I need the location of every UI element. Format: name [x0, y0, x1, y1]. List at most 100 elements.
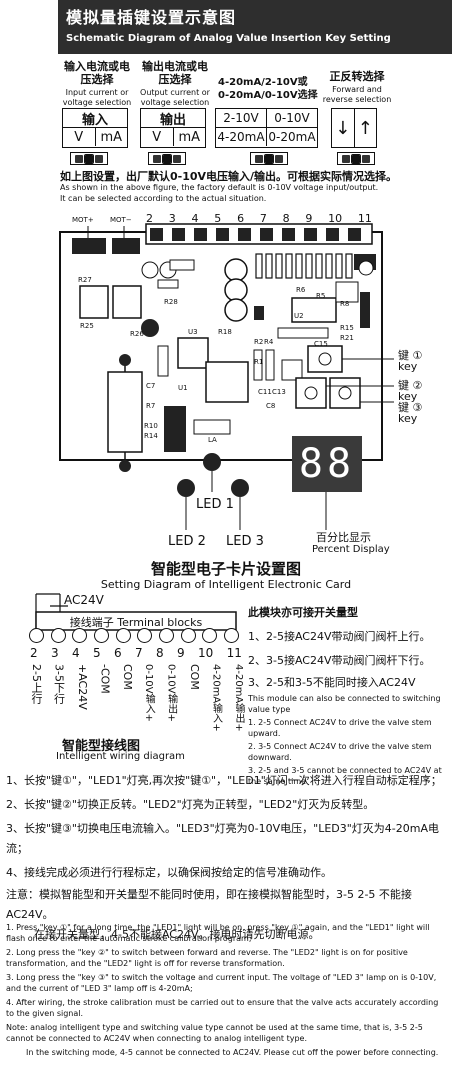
wiring-numbers: 2 3 4 5 6 7 8 9 10 11	[30, 646, 242, 660]
svg-text:R28: R28	[164, 298, 178, 306]
wiring-num-6: 6	[114, 646, 122, 660]
board-terminal-5: 5	[214, 212, 222, 225]
input-head: 输入	[63, 109, 127, 128]
wiring-num-10: 10	[198, 646, 214, 660]
instructions-en: 1. Press "key ①" for a long time, the "L…	[6, 922, 448, 1058]
range-jumper	[250, 152, 288, 165]
svg-text:R2: R2	[254, 338, 263, 346]
board-terminal-numbers: 2 3 4 5 6 7 8 9 10 11	[146, 212, 372, 225]
wiring-ac-label: AC24V	[64, 593, 104, 607]
range-selector-label: 4-20mA/2-10V或0-20mA/0-10V选择	[218, 77, 318, 101]
wiring-desc-4: +AC24V	[75, 664, 89, 710]
label-mot-plus: MOT+	[72, 216, 94, 224]
svg-text:U3: U3	[188, 328, 198, 336]
svg-text:R1: R1	[254, 358, 263, 366]
switch-module-l3: 3、2-5和3-5不能同时接入AC24V	[248, 676, 416, 689]
board-terminal-11: 11	[357, 212, 372, 225]
board-terminal-7: 7	[259, 212, 267, 225]
percent-label-en: Percent Display	[312, 544, 390, 555]
key-1-en: key	[398, 360, 418, 373]
header-title-en: Schematic Diagram of Analog Value Insert…	[66, 33, 391, 44]
input-selector: 输入电流或电压选择 Input current or voltage selec…	[60, 60, 134, 108]
wiring-num-7: 7	[135, 646, 143, 660]
wiring-num-5: 5	[93, 646, 101, 660]
terminal-pin	[72, 628, 88, 643]
input-jumper	[70, 152, 108, 165]
wiring-desc-9: COM	[188, 664, 202, 690]
svg-text:R27: R27	[78, 276, 92, 284]
terminal-holes	[150, 228, 361, 241]
switch-module-l2: 2、3-5接AC24V带动阀门阀杆下行。	[248, 654, 431, 667]
svg-text:U1: U1	[178, 384, 188, 392]
header-title-cn: 模拟量插键设置示意图	[66, 8, 237, 27]
key-3-num: ③	[412, 401, 423, 414]
svg-text:R14: R14	[144, 432, 158, 440]
wiring-desc-5: -COM	[98, 664, 112, 694]
terminal-pin	[93, 628, 109, 643]
svg-text:R15: R15	[340, 324, 354, 332]
wiring-num-9: 9	[177, 646, 185, 660]
svg-text:R6: R6	[296, 286, 306, 294]
svg-text:R18: R18	[218, 328, 232, 336]
header-banner: 模拟量插键设置示意图 Schematic Diagram of Analog V…	[58, 0, 452, 54]
instruction-en-4: 4. After wiring, the stroke calibration …	[6, 998, 439, 1018]
instruction-cn-3: 3、长按"键③"切换电压电流输入。"LED3"灯亮为0-10V电压，"LED3"…	[6, 822, 440, 855]
svg-text:R25: R25	[80, 322, 94, 330]
instructions-cn: 1、长按"键①"，"LED1"灯亮,再次按"键①"，"LED1"灯闪一次将进入行…	[6, 771, 448, 945]
svg-text:LA: LA	[208, 436, 217, 444]
note-cn-1: 注意：模拟智能型和开关量型不能同时使用，即在接模拟智能型时，3-5 2-5 不能…	[6, 888, 412, 921]
note-cn-2: 在接开关量型，4-5不能接AC24V。接电时请先切断电源。	[34, 928, 320, 941]
terminal-pin	[180, 628, 196, 643]
wiring-descriptions: 2-5上行 3-5下行 +AC24V -COM COM 0-10V输入+ 0-1…	[28, 664, 246, 740]
terminal-pin	[223, 628, 239, 643]
svg-text:C8: C8	[266, 402, 275, 410]
output-jumper	[148, 152, 186, 165]
svg-text:R10: R10	[144, 422, 158, 430]
label-mot-minus: MOT−	[110, 216, 132, 224]
key-2-cn: 键	[398, 379, 409, 392]
switch-module-title: 此模块亦可接开关量型	[248, 606, 358, 619]
switch-module-en1: 1. 2-5 Connect AC24V to drive the valve …	[248, 718, 432, 738]
svg-text:C15: C15	[314, 340, 328, 348]
direction-selector: 正反转选择 Forward and reverse selection	[322, 70, 392, 105]
output-v: V	[141, 128, 174, 146]
svg-text:C7: C7	[146, 382, 155, 390]
percent-display-digits: 88	[298, 441, 356, 487]
input-v: V	[63, 128, 96, 146]
wiring-desc-7: 0-10V输入+	[143, 664, 155, 722]
terminal-pin	[29, 628, 44, 643]
wiring-desc-3: 3-5下行	[52, 664, 66, 704]
board-terminal-9: 9	[305, 212, 313, 225]
range-0-20ma: 0-20mA	[268, 130, 316, 144]
wiring-desc-11: 4-20mA输出+	[232, 664, 244, 732]
key-3-cn: 键	[398, 401, 409, 414]
direction-selector-box: ↓ ↑	[331, 108, 377, 148]
board-terminal-10: 10	[328, 212, 343, 225]
terminal-pins	[29, 628, 239, 643]
svg-text:R21: R21	[340, 334, 354, 342]
terminal-pin	[50, 628, 66, 643]
key-2-num: ②	[412, 379, 423, 392]
instruction-en-2: 2. Long press the "key ②" to switch betw…	[6, 948, 408, 968]
default-note-en2: It can be selected according to the actu…	[60, 194, 267, 203]
card-title-en: Setting Diagram of Intelligent Electroni…	[100, 578, 352, 591]
output-selector-label-en: Output current or voltage selection	[140, 88, 210, 107]
card-title-cn: 智能型电子卡片设置图	[150, 560, 301, 578]
board-terminal-4: 4	[191, 212, 199, 225]
led1-label: LED 1	[196, 497, 234, 512]
instruction-en-6: In the switching mode, 4-5 cannot be con…	[26, 1048, 439, 1057]
terminal-pin	[115, 628, 131, 643]
range-0-10v: 0-10V	[274, 111, 310, 125]
output-selector-label-cn: 输出电流或电压选择	[142, 60, 208, 86]
percent-label-cn: 百分比显示	[316, 531, 371, 544]
input-selector-box: 输入 V mA	[62, 108, 128, 148]
output-ma: mA	[178, 129, 201, 145]
wiring-desc-2: 2-5上行	[30, 664, 43, 704]
svg-text:R5: R5	[316, 292, 325, 300]
board-terminal-8: 8	[282, 212, 290, 225]
range-selector-box: 2-10V 0-10V 4-20mA 0-20mA	[215, 108, 318, 148]
range-4-20ma: 4-20mA	[216, 128, 267, 146]
led2-label: LED 2	[168, 534, 206, 549]
input-selector-label-en: Input current or voltage selection	[62, 88, 132, 107]
